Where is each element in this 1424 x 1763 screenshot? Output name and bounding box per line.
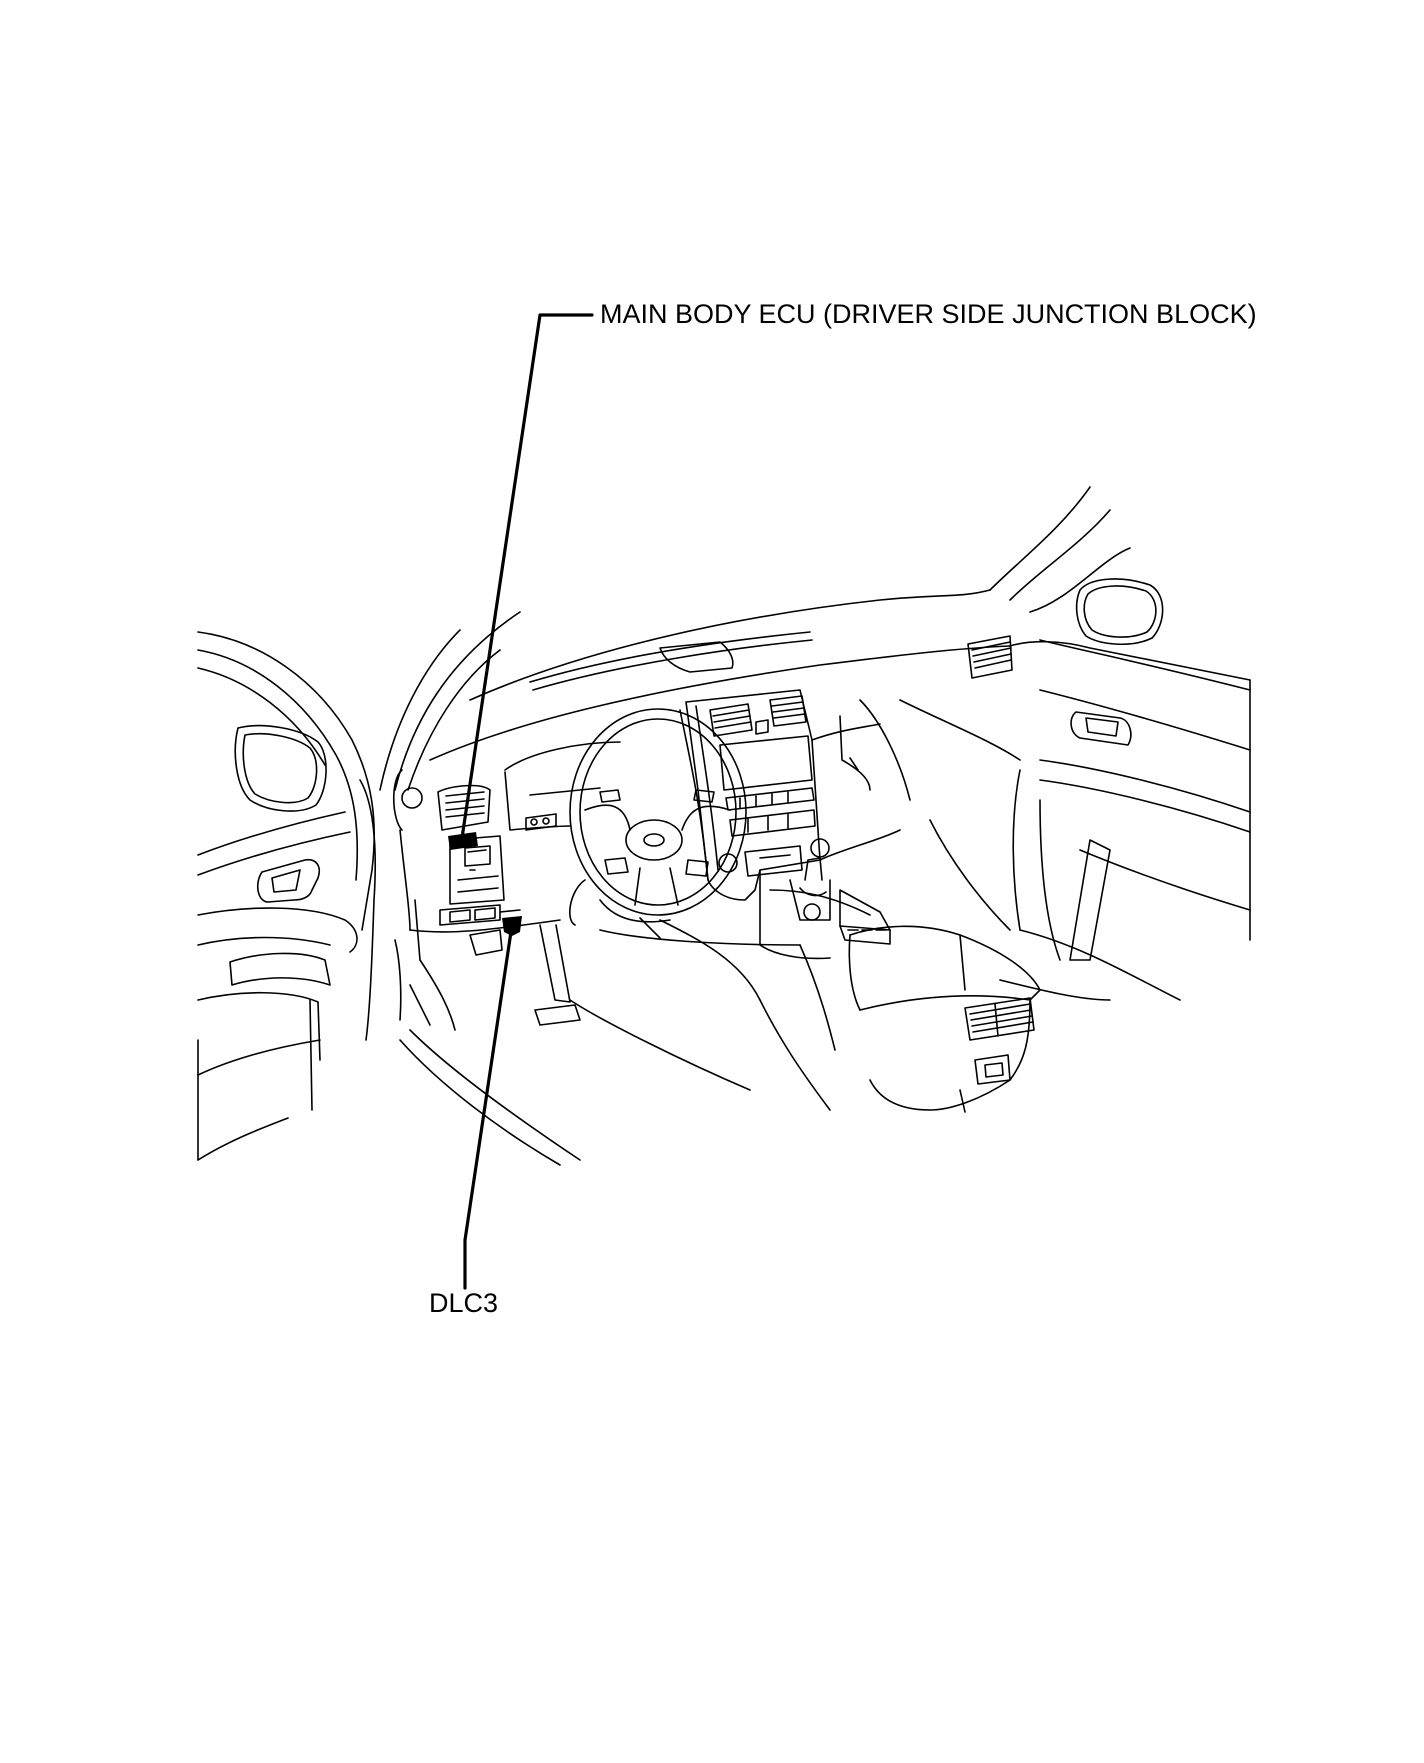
floor-and-seats xyxy=(399,819,1111,1166)
right-door xyxy=(1009,547,1251,1001)
dlc3-label: DLC3 xyxy=(429,1288,499,1318)
center-console xyxy=(759,857,1041,1113)
ecu-location-marker xyxy=(448,832,478,850)
dlc3-leader-line xyxy=(463,923,514,1290)
dlc3-location-marker xyxy=(502,916,522,936)
center-console-stack xyxy=(679,635,1021,901)
instrument-panel-driver xyxy=(392,741,621,1031)
main-body-ecu-label: MAIN BODY ECU (DRIVER SIDE JUNCTION BLOC… xyxy=(600,299,1257,329)
callout-leaders xyxy=(448,313,594,1290)
left-a-pillar xyxy=(379,611,521,791)
dashboard-top xyxy=(429,486,1111,761)
ecu-leader-line xyxy=(460,313,594,840)
steering-wheel xyxy=(569,708,747,939)
left-door xyxy=(197,631,376,1161)
